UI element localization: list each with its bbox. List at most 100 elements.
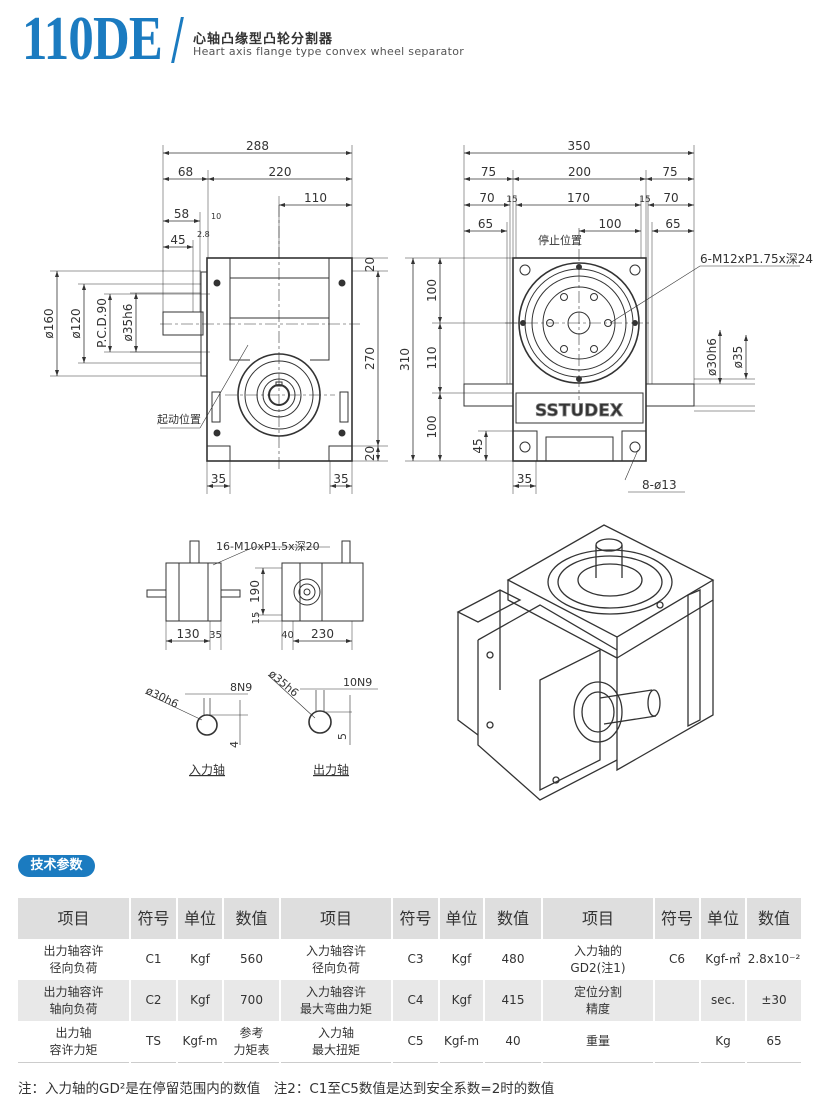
cell-line: 入力轴	[317, 1025, 354, 1040]
cell-line: 容许力矩	[49, 1042, 98, 1057]
dimension: 20	[363, 446, 380, 461]
dimension: 15	[506, 195, 517, 205]
dimension: ø120	[69, 284, 86, 363]
table-cell: 560	[223, 939, 281, 980]
table-cell: ±30	[746, 980, 803, 1021]
dimension: 110	[279, 191, 352, 207]
dimension: 230	[293, 627, 352, 643]
model-title: 110DE	[22, 5, 163, 73]
dimension-label: 100	[425, 279, 439, 302]
table-cell	[654, 1021, 701, 1063]
dimension-label: 350	[568, 139, 591, 153]
table-cell: Kgf	[177, 980, 224, 1021]
dimension-label: 270	[363, 347, 377, 370]
table-cell: Kgf	[177, 939, 224, 980]
dimension: 35	[513, 472, 536, 488]
dimension-label: 70	[663, 191, 678, 205]
table-cell: 40	[484, 1021, 543, 1063]
column-header: 数值	[746, 898, 803, 939]
dimension-label: 110	[425, 347, 439, 370]
dimension-label: 35	[333, 472, 348, 486]
cell-line: 入力轴的	[573, 943, 622, 958]
cell-line: 径向负荷	[311, 960, 360, 975]
table-cell: C2	[130, 980, 178, 1021]
dimension: 350	[464, 139, 694, 155]
brand-label: SSTUDEX	[535, 401, 623, 421]
cell-line: 轴向负荷	[49, 1001, 98, 1016]
dimension-label: 70	[479, 191, 494, 205]
output-keyway: 10N9	[343, 676, 372, 689]
dimension-label: 170	[567, 191, 590, 205]
dimension: ø35	[731, 335, 748, 379]
column-header: 符号	[392, 898, 440, 939]
dimension: 35	[209, 630, 222, 641]
dimension: 65	[464, 217, 507, 233]
column-header: 项目	[280, 898, 393, 939]
side-view: SSTUDEX 停止位置 6-M12xP1.75x深24 8-ø13	[463, 228, 813, 493]
cell-line: 重量	[585, 1034, 610, 1048]
start-position-label: 起动位置	[157, 412, 201, 426]
output-shaft-label: 出力轴	[313, 762, 349, 777]
input-shaft-label: 入力轴	[189, 762, 225, 777]
dimension: 170	[516, 191, 641, 207]
cell-line: 最大弯曲力矩	[299, 1001, 372, 1016]
column-header: 单位	[700, 898, 747, 939]
table-cell: 2.8x10⁻²	[746, 939, 803, 980]
small-views: 16-M10xP1.5x深20	[146, 540, 364, 622]
dimension: 70	[648, 191, 694, 207]
dimension: 68	[163, 165, 208, 181]
dimension-label: 35	[209, 630, 222, 641]
dimension: 40	[281, 630, 294, 641]
shaft-sections: ø30h6 8N9 4 入力轴 ø35h6 10N9 5 出力轴	[144, 667, 378, 777]
table-cell: 700	[223, 980, 281, 1021]
dimension: 20	[363, 257, 377, 272]
dimension-label: 75	[662, 165, 677, 179]
dimension-label: ø120	[69, 308, 83, 338]
dimension: 65	[652, 217, 694, 233]
dimension: 288	[163, 139, 352, 155]
table-cell: 参考力矩表	[223, 1021, 281, 1063]
dimension-label: 200	[568, 165, 591, 179]
small-tap-note: 16-M10xP1.5x深20	[216, 540, 320, 553]
dimension-label: 65	[665, 217, 680, 231]
column-header: 符号	[130, 898, 178, 939]
technical-drawings: 起动位置 SSTUDEX 停止位置 6-M12xP1.75x深24 8-ø13 …	[42, 139, 813, 801]
cell-line: 径向负荷	[49, 960, 98, 975]
dimension: P.C.D.90	[95, 294, 112, 352]
dimension: 220	[208, 165, 352, 181]
dimension: 100	[425, 258, 442, 323]
column-header: 项目	[542, 898, 655, 939]
table-cell: 重量	[542, 1021, 655, 1063]
dimension: ø35h6	[121, 293, 138, 352]
output-diameter: ø35h6	[266, 667, 301, 699]
input-depth: 4	[228, 741, 241, 748]
cell-line: 最大扭矩	[311, 1042, 360, 1057]
table-cell: 出力轴容许力矩	[18, 1021, 131, 1063]
footnote: 注：入力轴的GD²是在停留范围内的数值 注2：C1至C5数值是达到安全系数=2时…	[18, 1081, 555, 1097]
title-chinese: 心轴凸缘型凸轮分割器	[193, 32, 334, 47]
table-cell: 出力轴容许轴向负荷	[18, 980, 131, 1021]
dimension: 75	[464, 165, 513, 181]
table-cell: 65	[746, 1021, 803, 1063]
dimension-label: 220	[269, 165, 292, 179]
table-cell: Kgf-㎡	[700, 939, 747, 980]
dimension-label: 100	[599, 217, 622, 231]
table-cell: sec.	[700, 980, 747, 1021]
table-cell: Kgf	[439, 939, 485, 980]
table-cell: TS	[130, 1021, 178, 1063]
table-cell: C5	[392, 1021, 440, 1063]
table-cell: C3	[392, 939, 440, 980]
dimension: 35	[330, 472, 352, 488]
title-english: Heart axis flange type convex wheel sepa…	[193, 45, 465, 58]
dimension-label: 58	[174, 207, 189, 221]
cell-line: 入力轴容许	[305, 943, 366, 958]
table-cell: 定位分割精度	[542, 980, 655, 1021]
dimension-label: 45	[170, 233, 185, 247]
cell-line: GD2(注1)	[570, 960, 626, 975]
column-header: 单位	[439, 898, 485, 939]
isometric-view	[456, 524, 715, 801]
dimension: ø30h6	[705, 330, 722, 384]
